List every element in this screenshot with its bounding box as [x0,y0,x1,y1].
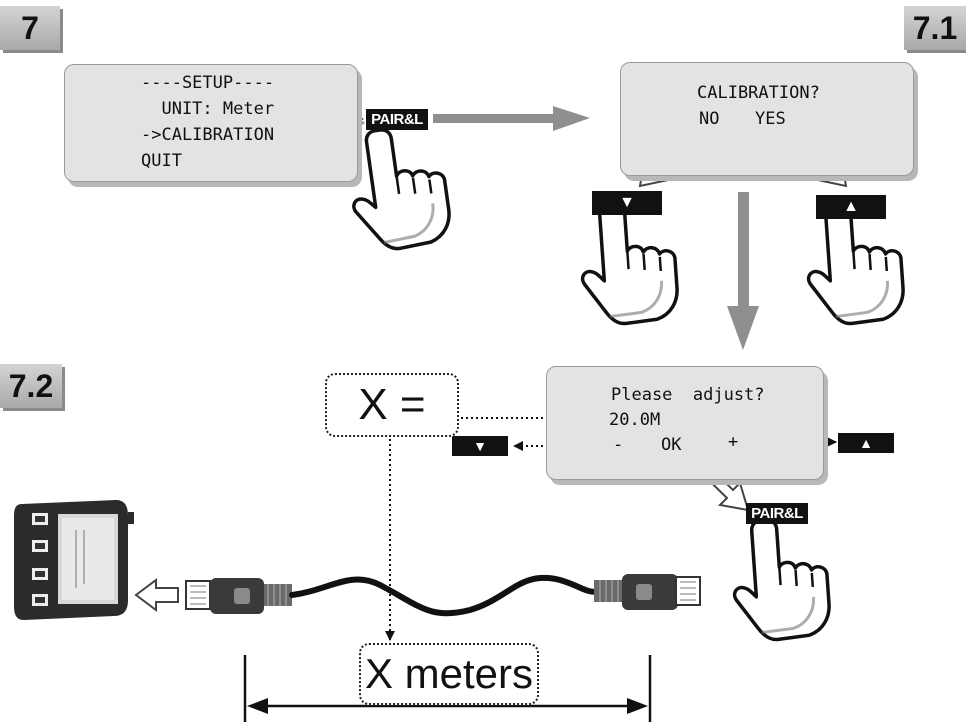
pair-key-label: PAIR&L [751,505,803,522]
step-number: 7.2 [8,367,54,404]
step-number: 7.1 [912,9,958,46]
adjust-minus: - [613,435,624,455]
up-key-2[interactable]: ▲ [838,433,894,453]
x-meters-label: X meters [359,643,539,705]
up-key[interactable]: ▲ [816,195,886,219]
hand-icon-pair [342,120,455,256]
gray-arrow-to-calibration [433,106,590,131]
cable-tester-device [14,500,134,620]
gray-arrow-down-to-adjust [727,192,759,350]
step-badge-7-1: 7.1 [904,6,966,50]
step-badge-7: 7 [0,6,60,50]
step-number: 7 [21,9,39,46]
setup-title: ----SETUP---- [141,73,275,93]
x-equals-text: X = [358,380,426,429]
up-arrow-icon: ▲ [859,435,873,451]
setup-unit-line: UNIT: Meter [141,99,275,119]
pair-key[interactable]: PAIR&L [366,109,428,130]
hand-icon-pair-2 [727,514,833,645]
lcd-screen-calibration: CALIBRATION? NO YES [620,62,914,176]
setup-calibration-line: ->CALIBRATION [141,125,275,145]
adjust-ok: OK [661,435,682,455]
down-key-2[interactable]: ▼ [452,436,508,456]
x-equals-label: X = [325,373,459,437]
adjust-value: 20.0M [609,410,661,430]
adjust-plus: + [728,432,739,452]
pair-key-label: PAIR&L [371,111,423,128]
step-badge-7-2: 7.2 [0,364,62,408]
x-meters-text: X meters [364,650,534,697]
down-arrow-icon: ▼ [473,438,487,454]
setup-quit-line: QUIT [141,151,182,171]
pair-key-2[interactable]: PAIR&L [746,503,808,524]
rj45-plug-left [185,578,292,614]
adjust-question: Please adjust? [611,385,765,405]
lcd-screen-setup: ----SETUP---- UNIT: Meter ->CALIBRATION … [64,64,358,182]
down-arrow-icon: ▼ [619,194,635,211]
calibration-question: CALIBRATION? [697,83,820,103]
network-cable [289,574,599,617]
calibration-yes: YES [755,109,786,129]
down-key[interactable]: ▼ [592,191,662,215]
up-arrow-icon: ▲ [843,198,859,215]
length-dimension-line [243,655,652,722]
rj45-plug-right [594,574,701,610]
hollow-arrow-to-tester [134,578,179,612]
calibration-no: NO [699,109,720,129]
hand-icon-down [575,198,681,329]
lcd-screen-adjust: Please adjust? 20.0M - OK + [546,366,824,480]
